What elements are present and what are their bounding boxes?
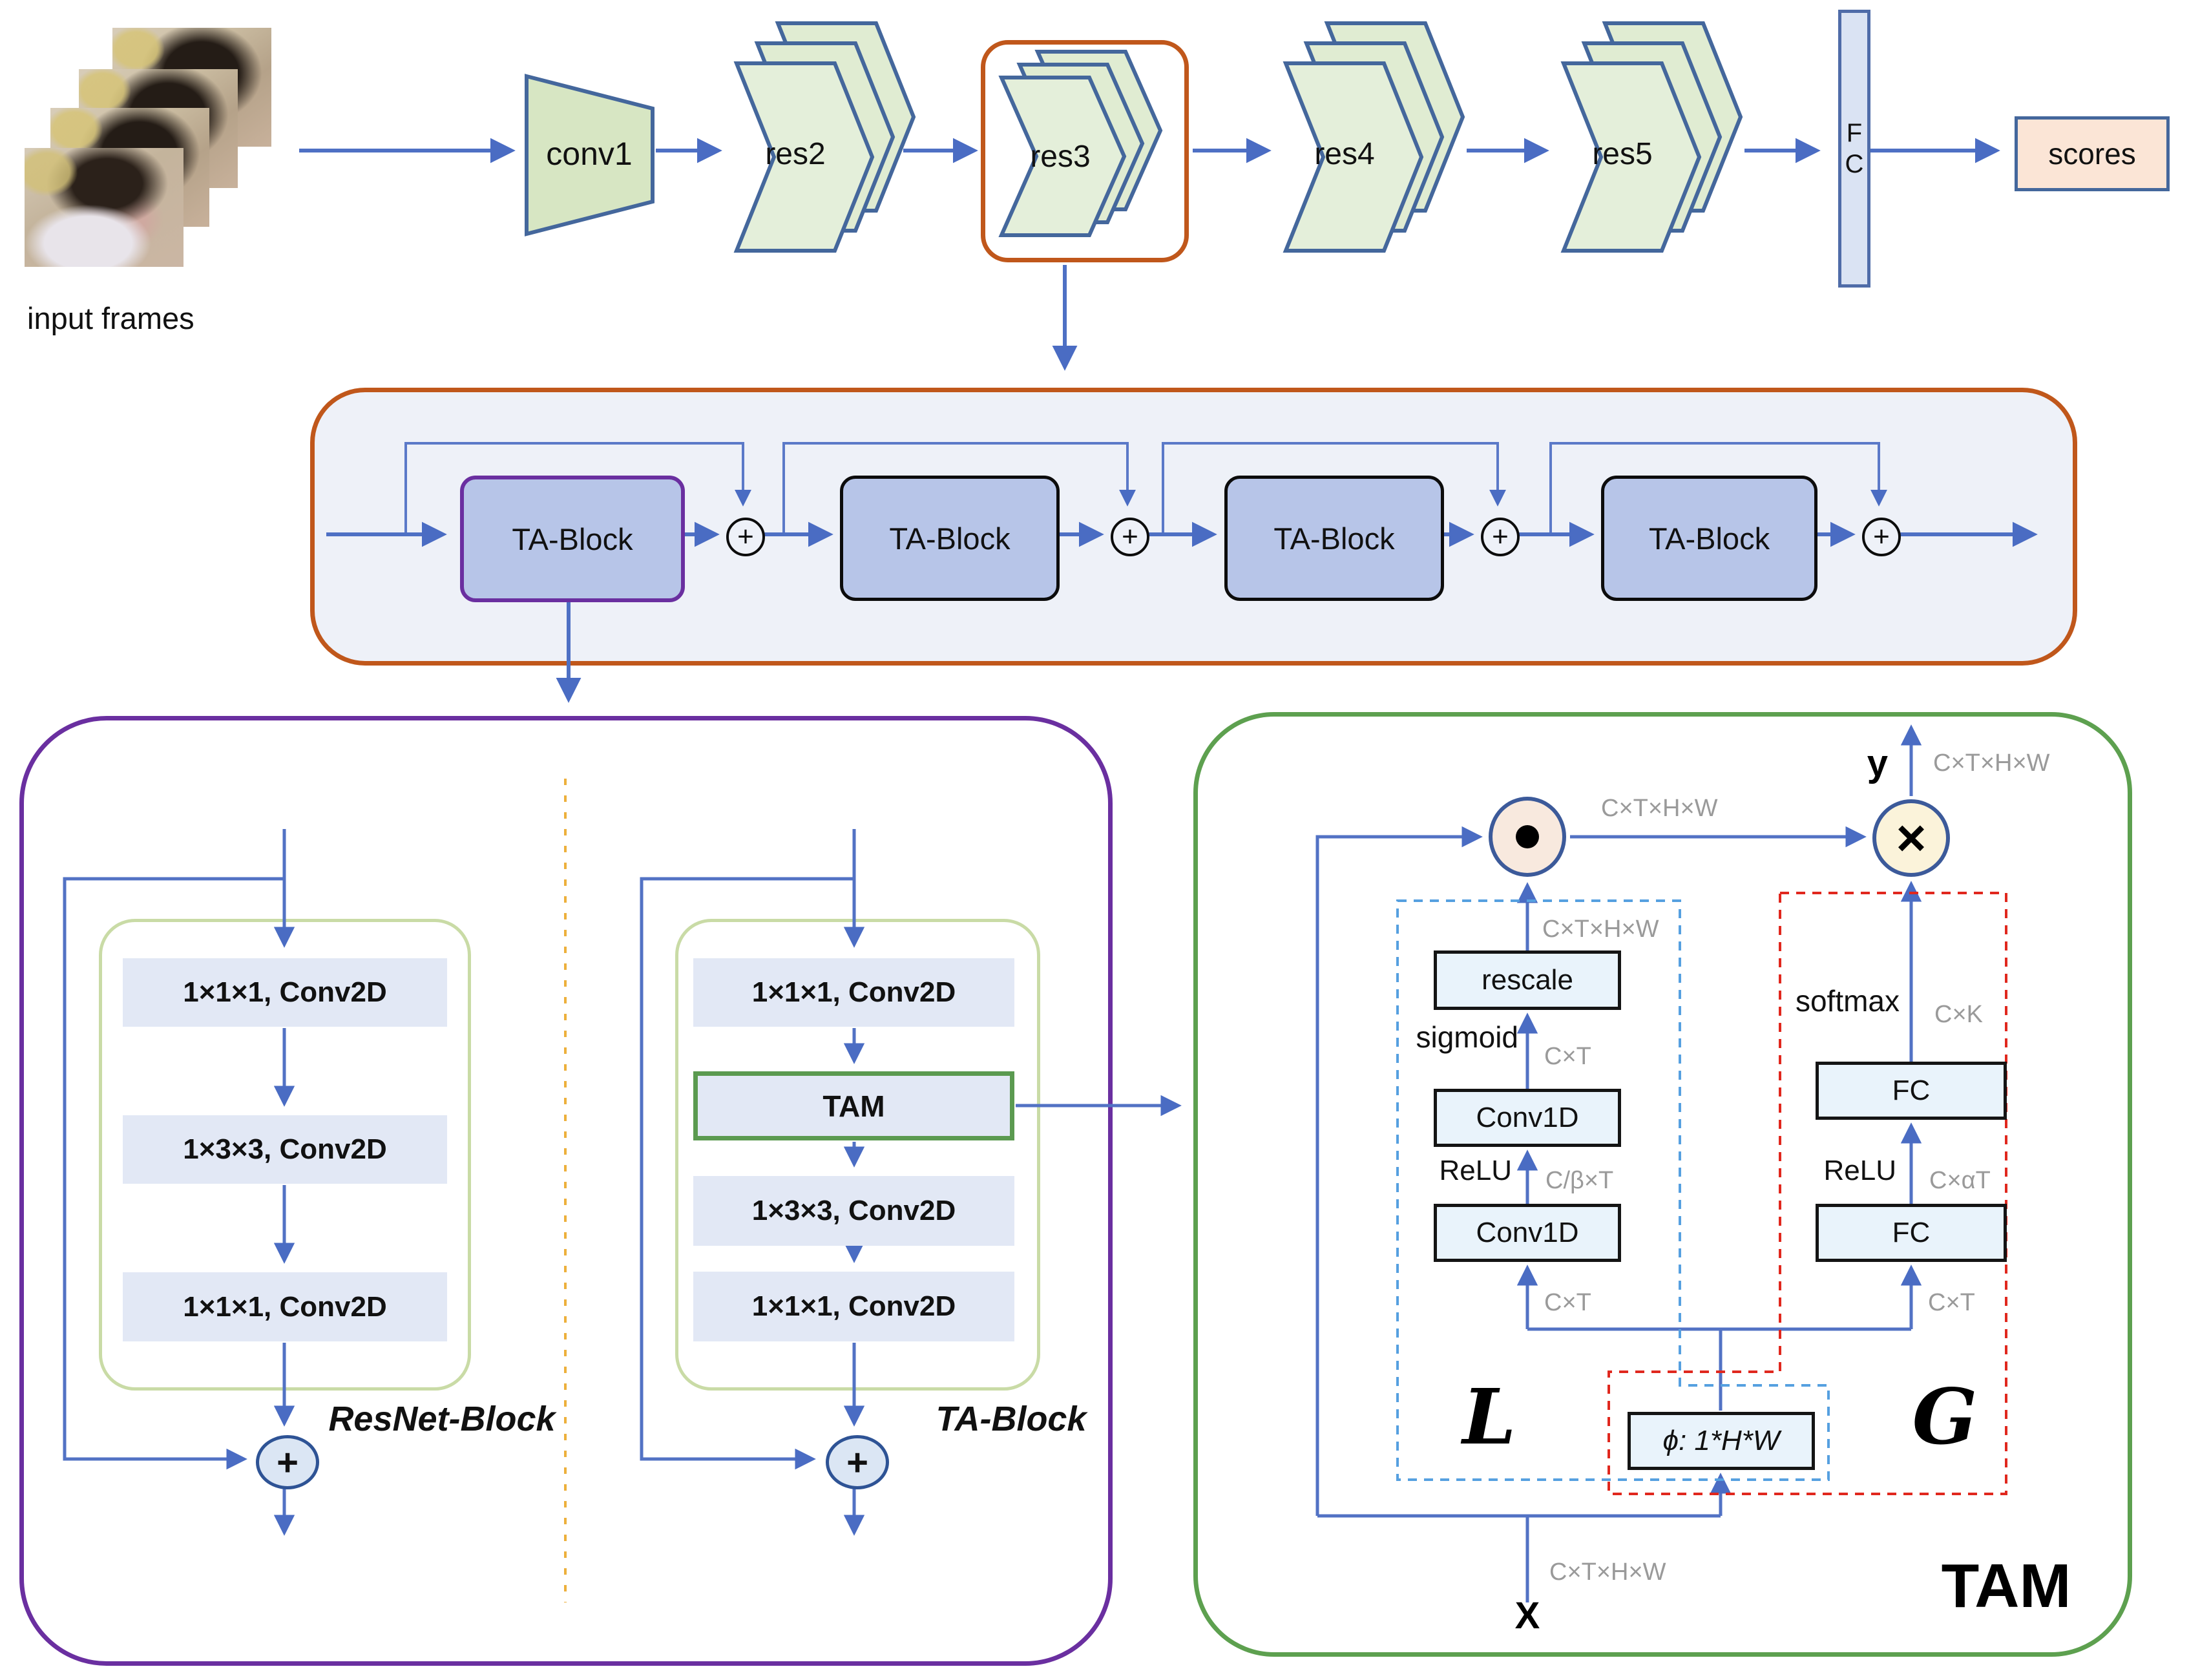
- ta-chain-block-2: TA-Block: [840, 476, 1060, 601]
- local-post-dim: C×T: [1544, 1042, 1591, 1070]
- fc-letter: F: [1846, 119, 1863, 147]
- fc-layer-bar: F C: [1838, 10, 1870, 288]
- sigmoid-label: sigmoid: [1416, 1020, 1518, 1054]
- add-op-icon: +: [1862, 518, 1901, 556]
- resnet-layer-1: 1×1×1, Conv2D: [123, 958, 447, 1027]
- input-frames-label: input frames: [27, 300, 194, 335]
- ta-chain-block-4: TA-Block: [1601, 476, 1817, 601]
- res3-label: res3: [1030, 139, 1091, 174]
- ta-layer-3: 1×3×3, Conv2D: [693, 1176, 1014, 1246]
- local-relu-label: ReLU: [1439, 1155, 1513, 1186]
- add-op-icon: +: [726, 518, 765, 556]
- local-mid-dim: C/β×T: [1545, 1166, 1614, 1194]
- tam-input-dim: C×T×H×W: [1549, 1558, 1666, 1586]
- conv1d-lower-box: Conv1D: [1434, 1204, 1621, 1262]
- resnet-layer-2: 1×3×3, Conv2D: [123, 1115, 447, 1184]
- conv1d-upper-box: Conv1D: [1434, 1089, 1621, 1147]
- local-input-dim: C×T: [1544, 1288, 1591, 1316]
- global-branch-letter: G: [1912, 1371, 1978, 1462]
- res4-label: res4: [1314, 136, 1375, 171]
- res5-label: res5: [1592, 136, 1653, 171]
- tam-panel-title: TAM: [1941, 1551, 2071, 1621]
- softmax-label: softmax: [1795, 984, 1900, 1018]
- global-mid-dim: C×αT: [1929, 1166, 1991, 1194]
- add-op-icon: +: [1481, 518, 1520, 556]
- res2-label: res2: [765, 136, 826, 171]
- residual-add-icon: +: [256, 1435, 319, 1489]
- conv1-label: conv1: [546, 136, 633, 172]
- global-input-dim: C×T: [1928, 1288, 1975, 1316]
- phi-aggregation-box: ϕ: 1*H*W: [1628, 1412, 1815, 1470]
- ta-chain-block-1: TA-Block: [460, 476, 685, 602]
- rescale-output-dim: C×T×H×W: [1542, 915, 1659, 943]
- rescale-box: rescale: [1434, 950, 1621, 1010]
- fc-lower-box: FC: [1816, 1204, 2007, 1262]
- scores-box: scores: [2015, 116, 2170, 191]
- matrix-multiply-icon: ×: [1872, 799, 1950, 877]
- tam-module-box: TAM: [693, 1071, 1014, 1140]
- resnet-block-caption: ResNet-Block: [328, 1400, 556, 1438]
- fc-upper-box: FC: [1816, 1062, 2007, 1120]
- ta-layer-1: 1×1×1, Conv2D: [693, 958, 1014, 1027]
- ta-layer-4: 1×1×1, Conv2D: [693, 1272, 1014, 1341]
- output-dim: C×T×H×W: [1933, 749, 2050, 777]
- local-branch-letter: L: [1462, 1371, 1516, 1462]
- res3-highlight-ring: [981, 40, 1189, 262]
- fc-letter: C: [1845, 150, 1864, 178]
- residual-add-icon: +: [826, 1435, 889, 1489]
- add-op-icon: +: [1111, 518, 1149, 556]
- dot-output-dim: C×T×H×W: [1601, 794, 1718, 822]
- global-relu-label: ReLU: [1823, 1155, 1897, 1186]
- tam-input-symbol: X: [1514, 1594, 1540, 1637]
- resnet-layer-3: 1×1×1, Conv2D: [123, 1272, 447, 1341]
- ta-chain-block-3: TA-Block: [1224, 476, 1444, 601]
- global-out-dim: C×K: [1934, 1000, 1983, 1028]
- input-frame-photo: [25, 148, 183, 267]
- output-symbol: y: [1867, 742, 1888, 784]
- elementwise-product-icon: [1489, 797, 1566, 877]
- ta-block-caption: TA-Block: [936, 1400, 1087, 1438]
- dot-product-icon: [1516, 825, 1539, 848]
